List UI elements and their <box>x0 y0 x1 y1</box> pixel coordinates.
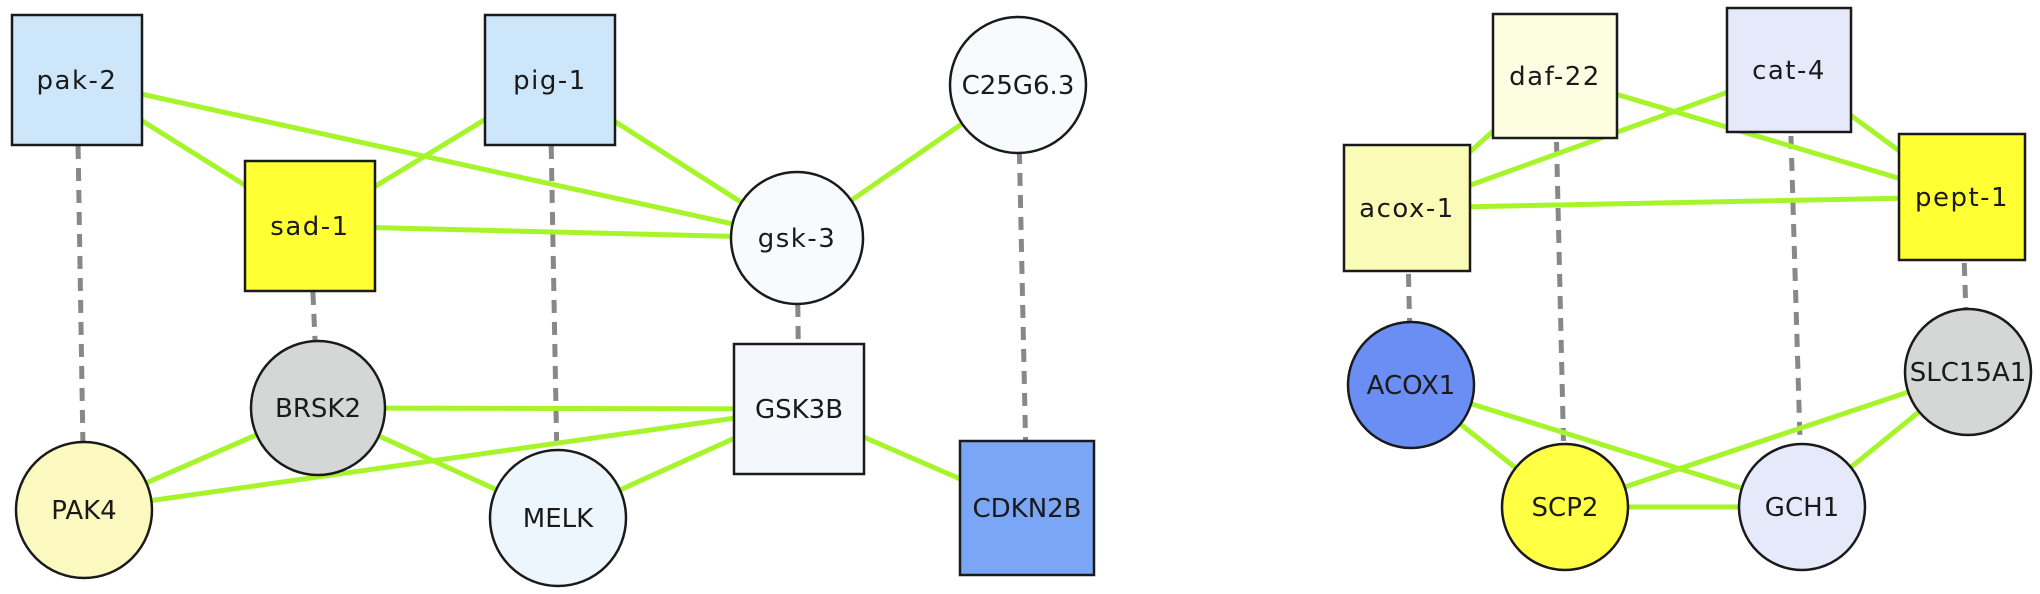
node-label-sad-1: sad-1 <box>270 212 349 242</box>
node-shape-gsk3b <box>732 342 866 476</box>
node-brsk2[interactable]: BRSK2 <box>249 339 387 477</box>
interaction-edge-daf-22-pept-1 <box>1554 73 1963 200</box>
node-shape-gch1 <box>1737 442 1867 572</box>
node-pept-1[interactable]: pept-1 <box>1897 132 2027 262</box>
ortholog-edge-pak-2-pak4 <box>74 79 87 511</box>
node-acox1[interactable]: ACOX1 <box>1346 320 1476 450</box>
node-shape-slc15a1 <box>1903 307 2033 437</box>
node-shape-pept-1 <box>1897 132 2027 262</box>
node-label-gch1: GCH1 <box>1765 493 1839 523</box>
node-c25g6-3[interactable]: C25G6.3 <box>948 15 1088 155</box>
node-shape-pak4 <box>14 440 154 580</box>
ortholog-edge-c25g6-3-cdkn2b <box>1015 84 1030 509</box>
node-shape-pak-2 <box>10 13 144 147</box>
node-label-acox1: ACOX1 <box>1367 371 1456 401</box>
node-label-daf-22: daf-22 <box>1509 62 1601 92</box>
node-shape-acox1 <box>1346 320 1476 450</box>
node-label-pept-1: pept-1 <box>1915 183 2009 213</box>
ortholog-edge-daf-22-scp2 <box>1552 75 1568 508</box>
node-pak-2[interactable]: pak-2 <box>10 13 144 147</box>
node-pig-1[interactable]: pig-1 <box>483 13 617 147</box>
interaction-edge-pak-2-gsk-3 <box>76 77 798 241</box>
interaction-edge-sad-1-gsk-3 <box>309 223 798 241</box>
interaction-edge-scp2-slc15a1 <box>1564 369 1969 510</box>
node-slc15a1[interactable]: SLC15A1 <box>1903 307 2033 437</box>
node-label-cdkn2b: CDKN2B <box>972 494 1081 524</box>
interaction-edge-acox1-gch1 <box>1410 382 1803 510</box>
node-shape-sad-1 <box>243 159 377 293</box>
node-label-melk: MELK <box>523 504 594 534</box>
interaction-edge-pak4-gsk3b <box>83 406 800 513</box>
node-gsk-3[interactable]: gsk-3 <box>729 170 865 306</box>
interaction-edge-brsk2-gsk3b <box>317 405 800 412</box>
node-shape-c25g6-3 <box>948 15 1088 155</box>
node-shape-daf-22 <box>1491 12 1619 140</box>
node-gch1[interactable]: GCH1 <box>1737 442 1867 572</box>
node-shape-cat-4 <box>1725 6 1853 134</box>
interaction-edge-acox-1-pept-1 <box>1406 194 1963 211</box>
node-sad-1[interactable]: sad-1 <box>243 159 377 293</box>
node-shape-brsk2 <box>249 339 387 477</box>
node-label-pak4: PAK4 <box>51 496 116 526</box>
node-label-acox-1: acox-1 <box>1359 194 1455 224</box>
node-label-gsk3b: GSK3B <box>755 395 843 425</box>
node-pak4[interactable]: PAK4 <box>14 440 154 580</box>
node-shape-scp2 <box>1500 442 1630 572</box>
ortholog-edge-pig-1-melk <box>547 79 561 519</box>
node-label-pig-1: pig-1 <box>513 66 587 96</box>
node-shape-pig-1 <box>483 13 617 147</box>
node-label-cat-4: cat-4 <box>1752 56 1826 86</box>
node-daf-22[interactable]: daf-22 <box>1491 12 1619 140</box>
node-cdkn2b[interactable]: CDKN2B <box>958 439 1096 577</box>
node-label-brsk2: BRSK2 <box>275 394 361 424</box>
node-cat-4[interactable]: cat-4 <box>1725 6 1853 134</box>
node-label-scp2: SCP2 <box>1532 493 1599 523</box>
node-label-pak-2: pak-2 <box>37 66 118 96</box>
node-label-slc15a1: SLC15A1 <box>1910 358 2027 388</box>
node-shape-melk <box>488 448 628 588</box>
node-shape-gsk-3 <box>729 170 865 306</box>
node-label-gsk-3: gsk-3 <box>758 224 837 254</box>
node-scp2[interactable]: SCP2 <box>1500 442 1630 572</box>
ortholog-edge-cat-4-gch1 <box>1786 69 1805 508</box>
node-label-c25g6-3: C25G6.3 <box>962 71 1075 101</box>
node-melk[interactable]: MELK <box>488 448 628 588</box>
node-shape-acox-1 <box>1342 143 1472 273</box>
node-acox-1[interactable]: acox-1 <box>1342 143 1472 273</box>
node-gsk3b[interactable]: GSK3B <box>732 342 866 476</box>
node-shape-cdkn2b <box>958 439 1096 577</box>
